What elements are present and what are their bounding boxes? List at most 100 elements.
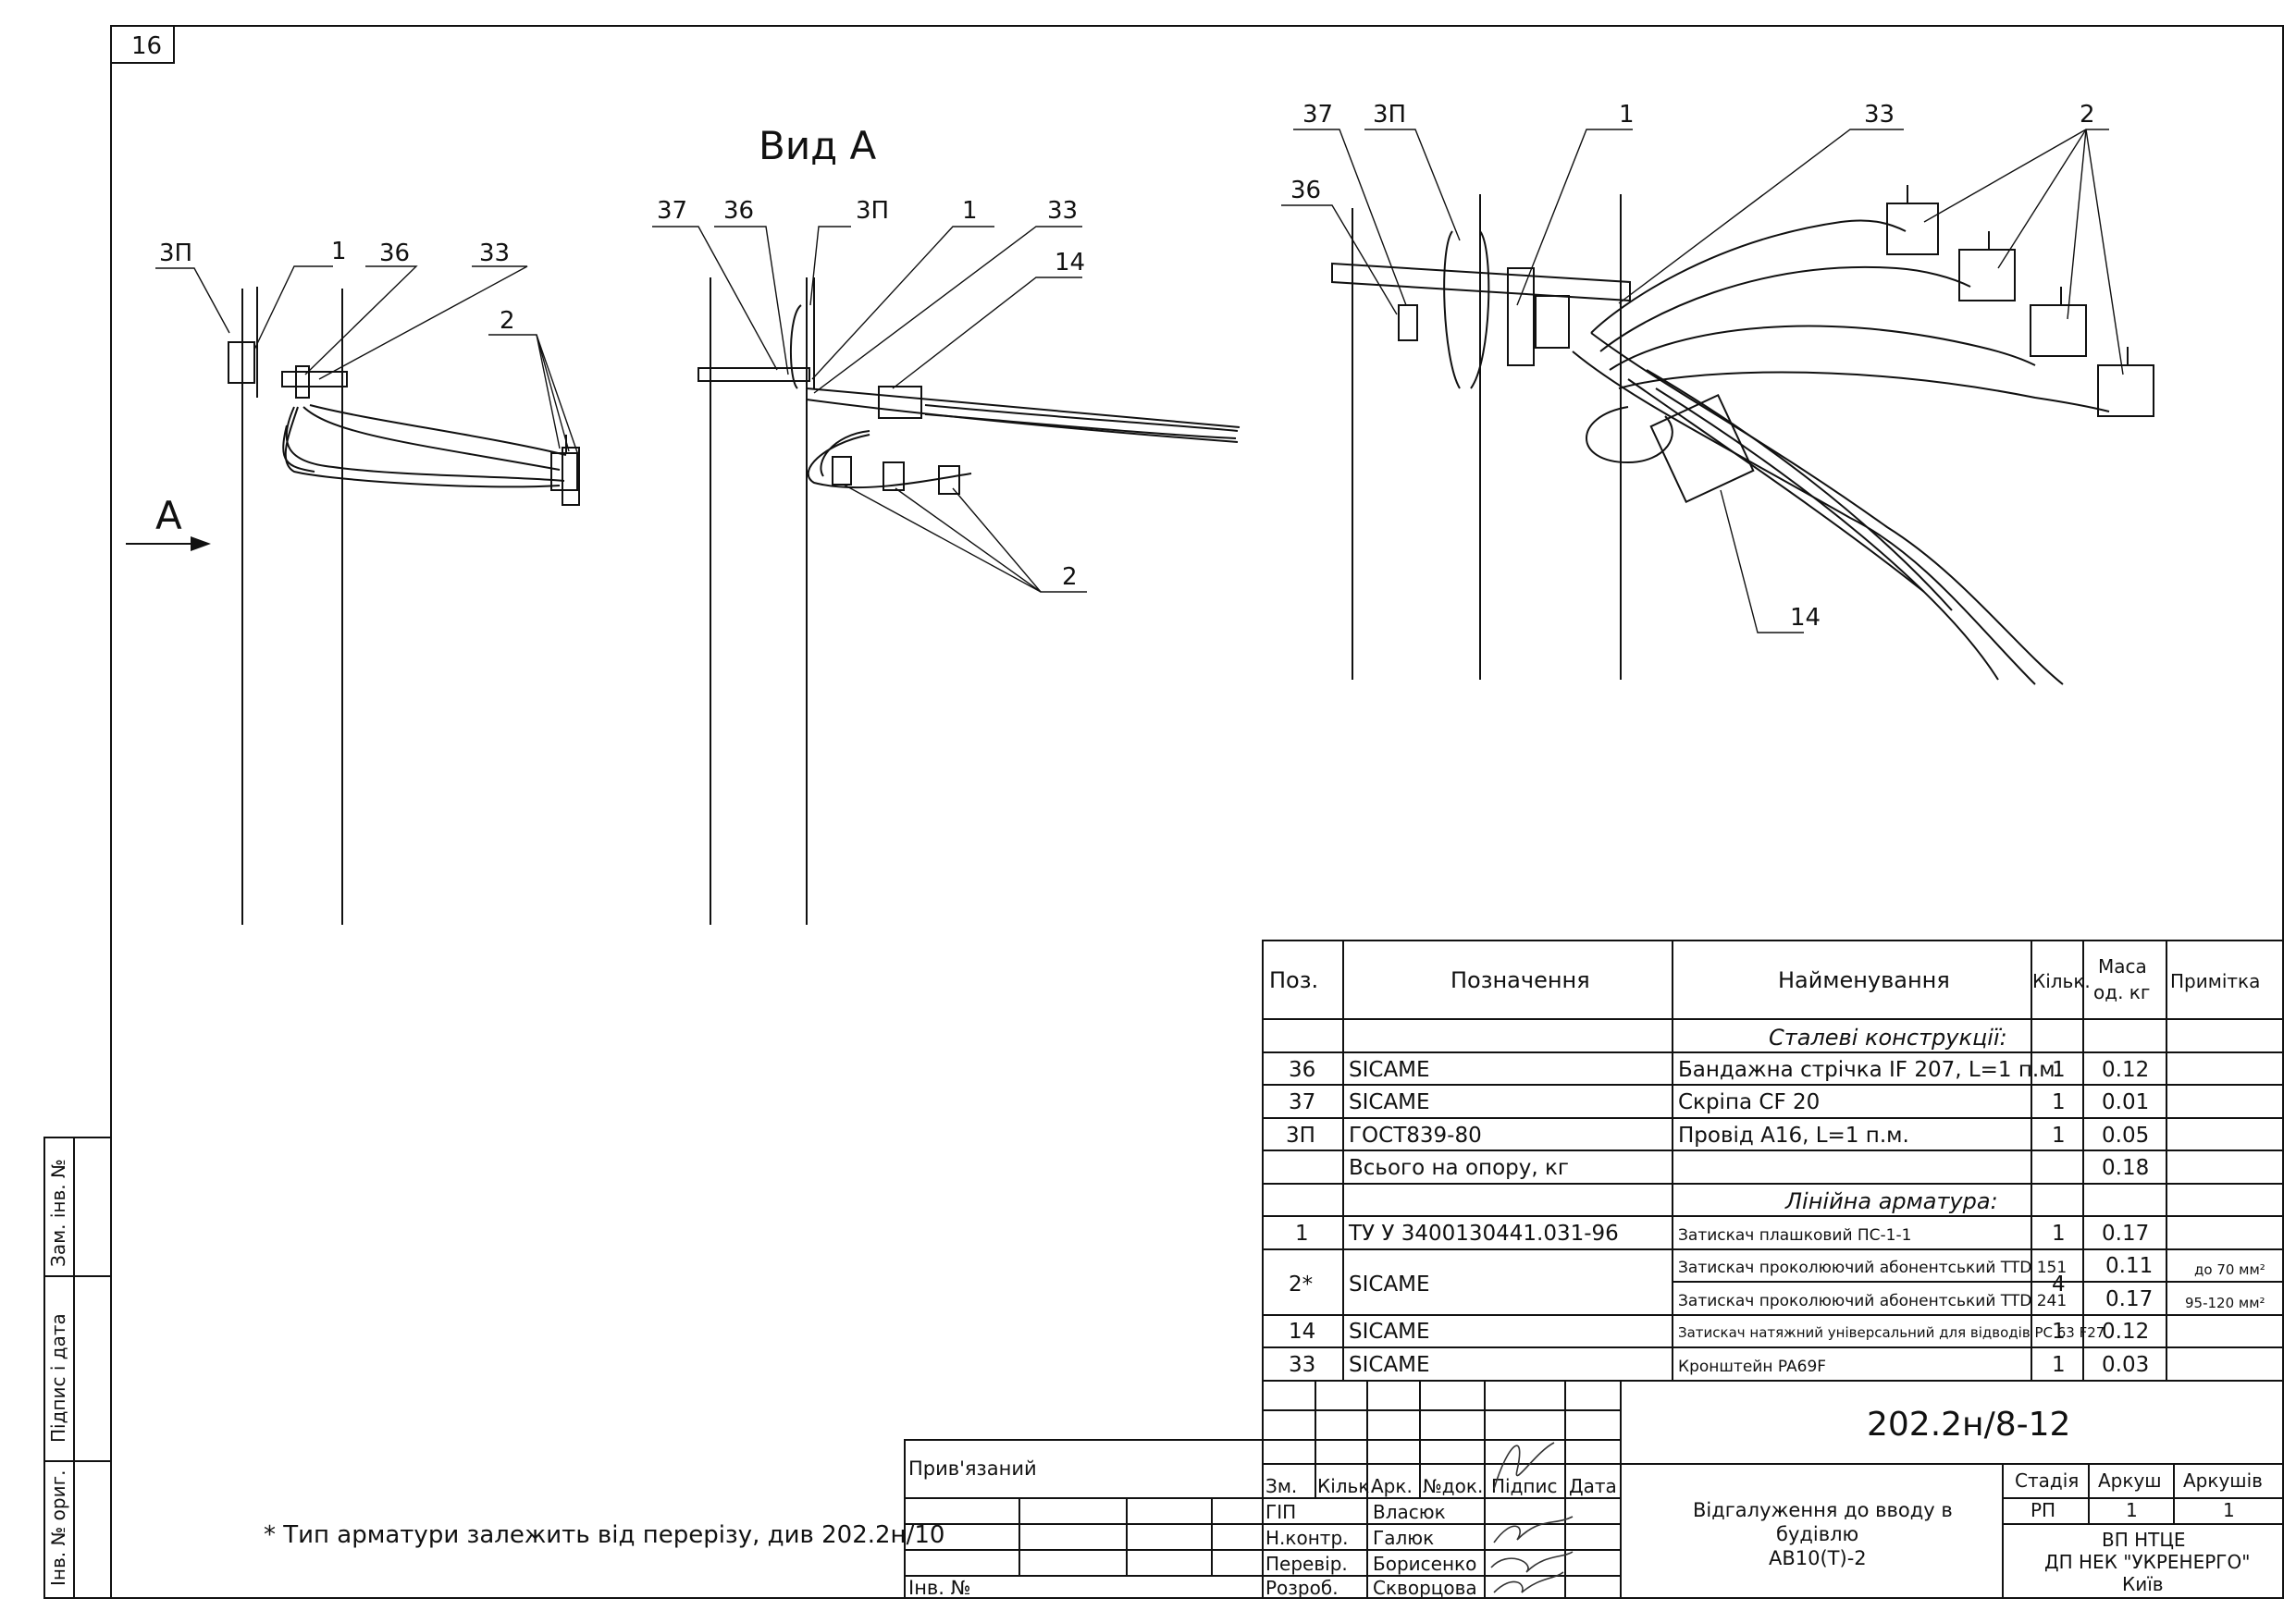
org-line-1: ВП НТЦЕ — [2102, 1529, 2186, 1551]
right-callout-36: 36 — [1290, 177, 1321, 204]
right-callout-2: 2 — [2080, 101, 2095, 129]
cell-name: Скрiпа CF 20 — [1678, 1090, 1820, 1114]
th-mass-2: од. кг — [2093, 981, 2150, 1003]
th-pos: Поз. — [1269, 967, 1318, 993]
left-callout-36: 36 — [379, 240, 410, 267]
cell-designation: SICAME — [1349, 1058, 1430, 1082]
org-line-2: ДП НЕК "УКРЕНЕРГО" — [2044, 1551, 2250, 1573]
cell-designation: SICAME — [1349, 1353, 1430, 1377]
bound-label: Прив'язаний — [908, 1457, 1037, 1480]
cell-designation: ГОСТ839-80 — [1349, 1124, 1482, 1148]
sheet-value: 1 — [2126, 1499, 2138, 1521]
col-sign: Підпис — [1491, 1475, 1558, 1497]
col-zm: Зм. — [1265, 1475, 1297, 1497]
col-qty: Кільк. — [1317, 1475, 1376, 1497]
col-sheet: Арк. — [1371, 1475, 1413, 1497]
drawing-frame — [110, 25, 2284, 1599]
drawing-title-line-2: будівлю — [1776, 1523, 1858, 1545]
cell-qty: 4 — [2052, 1273, 2066, 1297]
role-dev: Розроб. — [1265, 1577, 1339, 1599]
spec-table-grid — [1262, 940, 2284, 1382]
right-drawing — [1331, 185, 2154, 685]
table-row: 3П ГОСТ839-80 Провід А16, L=1 п.м. 1 0.0… — [1286, 1124, 2149, 1148]
cell-name: Кронштейн PA69F — [1678, 1358, 1826, 1376]
name-check: Борисенко — [1373, 1553, 1476, 1575]
right-callout-33: 33 — [1864, 101, 1895, 129]
cell-name: Затискач натяжний універсальний для відв… — [1678, 1324, 2105, 1341]
title-block-grid — [904, 1380, 2284, 1599]
left-callout-3p: 3П — [159, 240, 192, 267]
th-qty: Кільк. — [2032, 970, 2091, 992]
cell-pos: 2* — [1289, 1273, 1313, 1297]
table-row: 36 SICAME Бандажна стрічка IF 207, L=1 п… — [1289, 1058, 2149, 1082]
view-title: Вид А — [759, 123, 876, 168]
cell-designation: SICAME — [1349, 1090, 1430, 1114]
table-row: 2* SICAME Затискач проколюючий абонентсь… — [1289, 1254, 2265, 1311]
org-line-3: Київ — [2122, 1573, 2164, 1595]
cell-mass: 0.18 — [2102, 1156, 2149, 1180]
col-date: Дата — [1569, 1475, 1617, 1497]
middle-callout-3p: 3П — [856, 197, 889, 225]
right-callout-14: 14 — [1790, 604, 1821, 632]
cell-pos: 36 — [1289, 1058, 1315, 1082]
stage-value: РП — [2031, 1499, 2055, 1521]
middle-callout-14: 14 — [1055, 249, 1085, 277]
right-callout-lines — [1281, 129, 2124, 633]
cell-mass: 0.12 — [2102, 1058, 2149, 1082]
side-inv-orig-label: Інв. № ориг. — [47, 1470, 69, 1586]
cell-name: Провід А16, L=1 п.м. — [1678, 1124, 1909, 1148]
name-dev: Скворцова — [1373, 1577, 1477, 1599]
table-row: Всього на опору, кг 0.18 — [1349, 1156, 2149, 1180]
middle-callout-1: 1 — [962, 197, 978, 225]
stage-label: Стадія — [2015, 1469, 2079, 1492]
middle-drawing — [697, 277, 1241, 925]
left-callout-2: 2 — [500, 307, 515, 335]
section-linear: Лінійна арматура: — [1784, 1188, 1998, 1214]
sheets-value: 1 — [2223, 1499, 2235, 1521]
section-steel: Сталеві конструкції: — [1769, 1025, 2007, 1051]
sheet-label: Аркуш — [2098, 1469, 2162, 1492]
cell-qty: 1 — [2052, 1090, 2066, 1114]
cell-designation: Всього на опору, кг — [1349, 1156, 1569, 1180]
cell-mass: 0.03 — [2102, 1353, 2149, 1377]
view-arrow — [126, 536, 211, 551]
cell-pos: 33 — [1289, 1353, 1315, 1377]
role-check: Перевір. — [1265, 1553, 1348, 1575]
middle-callout-2: 2 — [1062, 563, 1078, 591]
cell-mass: 0.12 — [2102, 1320, 2149, 1344]
right-callout-3p: 3П — [1373, 101, 1406, 129]
left-callout-lines — [155, 265, 579, 456]
cell-note: до 70 мм² — [2194, 1261, 2265, 1278]
name-gip: Власюк — [1373, 1501, 1446, 1523]
cell-mass: 0.11 — [2105, 1254, 2153, 1278]
left-callout-33: 33 — [479, 240, 510, 267]
cell-qty: 1 — [2052, 1320, 2066, 1344]
role-gip: ГІП — [1265, 1501, 1296, 1523]
cell-mass-2: 0.17 — [2105, 1287, 2153, 1311]
cell-qty: 1 — [2052, 1222, 2066, 1246]
right-callout-1: 1 — [1619, 101, 1635, 129]
cell-qty: 1 — [2052, 1058, 2066, 1082]
sheets-label: Аркушів — [2183, 1469, 2263, 1492]
table-row: 37 SICAME Скрiпа CF 20 1 0.01 — [1289, 1090, 2149, 1114]
inv-label: Інв. № — [908, 1577, 971, 1599]
right-callout-37: 37 — [1302, 101, 1333, 129]
cell-name: Затискач плашковий ПС-1-1 — [1678, 1226, 1911, 1245]
cell-pos: 3П — [1286, 1124, 1315, 1148]
sheet-number-box — [110, 25, 175, 64]
signatures — [1490, 1442, 1574, 1593]
left-drawing — [228, 287, 580, 925]
cell-name-2: Затискач проколюючий абонентський TTD 24… — [1678, 1292, 2067, 1310]
cell-designation: SICAME — [1349, 1320, 1430, 1344]
left-callout-1: 1 — [331, 238, 347, 265]
drawing-code: 202.2н/8-12 — [1867, 1406, 2070, 1444]
middle-callout-lines — [652, 226, 1087, 593]
side-zam-label: Зам. інв. № — [47, 1159, 69, 1267]
cell-mass: 0.01 — [2102, 1090, 2149, 1114]
cell-name: Бандажна стрічка IF 207, L=1 п.м. — [1678, 1058, 2062, 1082]
drawing-title-line-1: Відгалуження до вводу в — [1693, 1499, 1953, 1521]
view-arrow-label: А — [155, 493, 182, 538]
footnote: * Тип арматури залежить від перерізу, ди… — [264, 1521, 944, 1549]
table-row: 14 SICAME Затискач натяжний універсальни… — [1289, 1320, 2149, 1344]
